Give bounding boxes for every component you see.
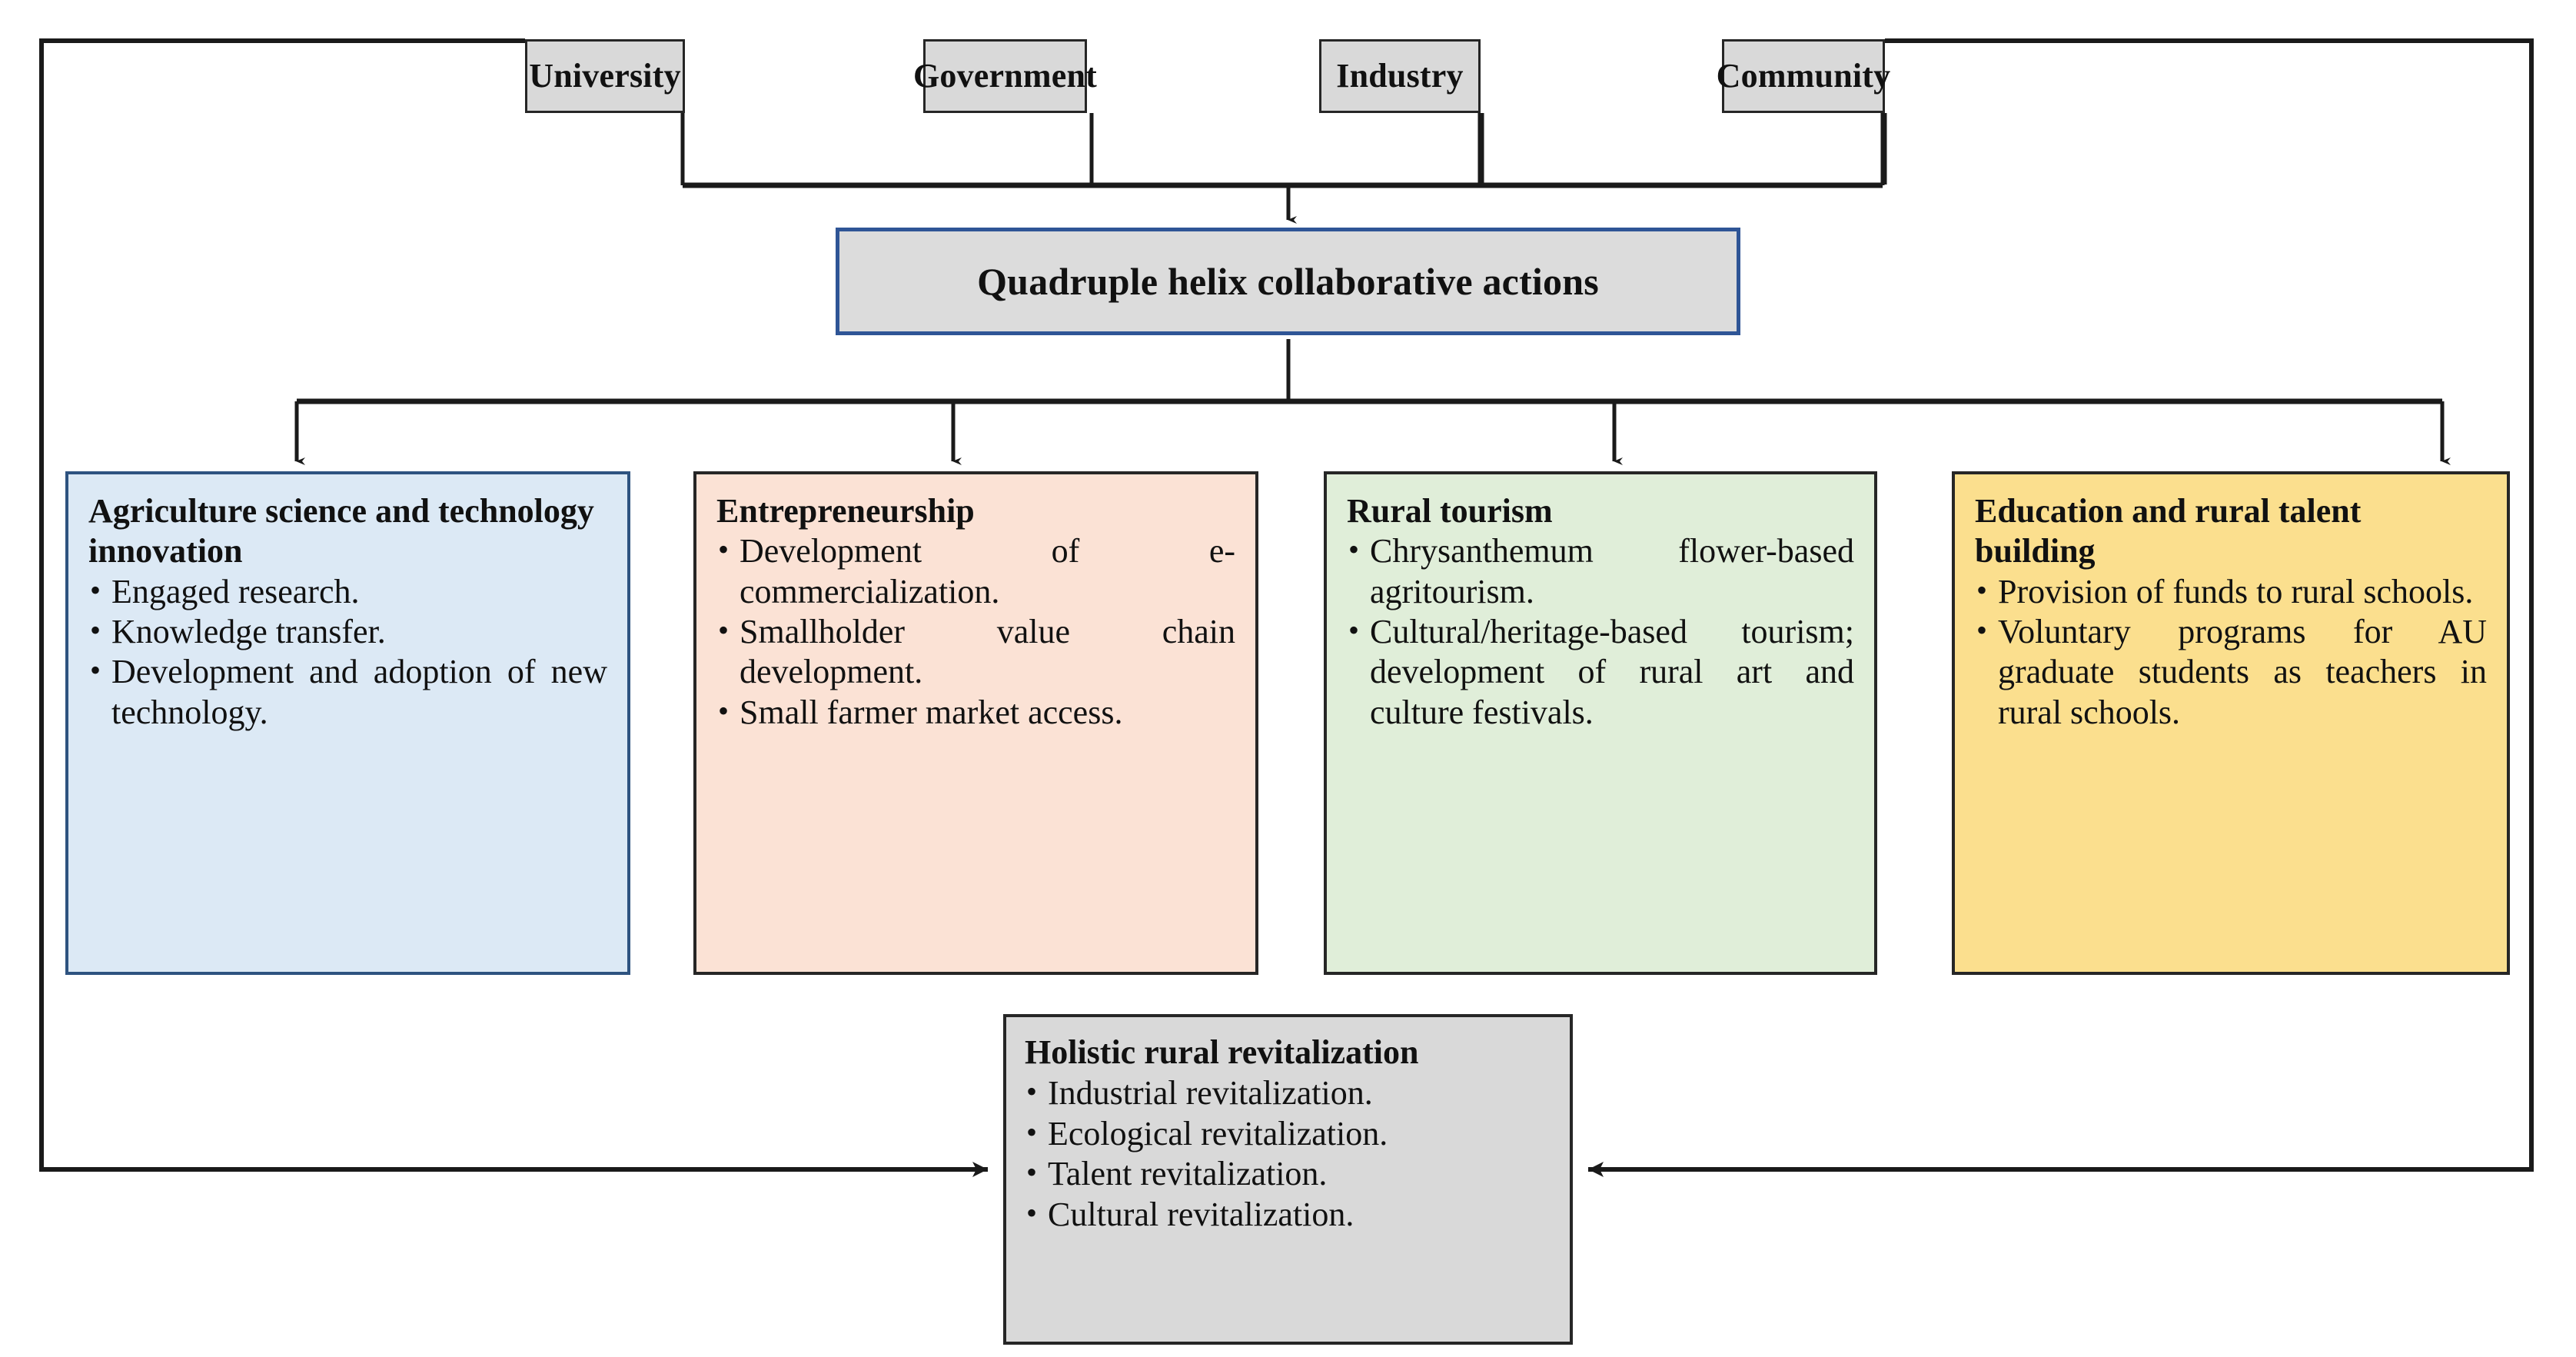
list-item: Industrial revitalization. bbox=[1025, 1073, 1551, 1114]
actor-box-government[interactable]: Government bbox=[913, 39, 1097, 113]
actor-box-university[interactable]: University bbox=[525, 39, 685, 113]
list-item: Development of e-commercialization. bbox=[716, 531, 1235, 612]
list-item: Provision of funds to rural schools. bbox=[1975, 572, 2487, 612]
pillar-title-education: Education and rural talent building bbox=[1975, 492, 2362, 570]
list-item: Cultural revitalization. bbox=[1025, 1195, 1551, 1236]
outcome-bullets: Industrial revitalization. Ecological re… bbox=[1025, 1073, 1551, 1236]
list-item: Smallholder value chain development. bbox=[716, 612, 1235, 693]
pillar-bullets-education: Provision of funds to rural schools. Vol… bbox=[1975, 572, 2487, 733]
pillar-box-entrepreneurship[interactable]: Entrepreneurship Development of e-commer… bbox=[693, 471, 1258, 975]
pillar-box-education[interactable]: Education and rural talent building Prov… bbox=[1952, 471, 2510, 975]
list-item: Ecological revitalization. bbox=[1025, 1114, 1551, 1155]
list-item: Talent revitalization. bbox=[1025, 1154, 1551, 1195]
list-item: Development and adoption of new technolo… bbox=[88, 652, 607, 733]
pillar-title-agriculture: Agriculture science and technology innov… bbox=[88, 492, 594, 570]
list-item: Chrysanthemum flower-based agritourism. bbox=[1347, 531, 1854, 612]
list-item: Small farmer market access. bbox=[716, 693, 1235, 733]
actor-box-community[interactable]: Community bbox=[1717, 39, 1890, 113]
hub-box-quadruple-helix[interactable]: Quadruple helix collaborative actions bbox=[836, 228, 1740, 335]
outcome-title: Holistic rural revitalization bbox=[1025, 1033, 1419, 1071]
outcome-box-holistic-rural-revitalization[interactable]: Holistic rural revitalization Industrial… bbox=[1003, 1014, 1573, 1345]
list-item: Knowledge transfer. bbox=[88, 612, 607, 652]
actor-label-community: Community bbox=[1716, 56, 1891, 95]
hub-label: Quadruple helix collaborative actions bbox=[977, 259, 1599, 303]
list-item: Engaged research. bbox=[88, 572, 607, 612]
pillar-box-agriculture[interactable]: Agriculture science and technology innov… bbox=[65, 471, 630, 975]
pillar-bullets-agriculture: Engaged research. Knowledge transfer. De… bbox=[88, 572, 607, 733]
pillar-bullets-rural-tourism: Chrysanthemum flower-based agritourism. … bbox=[1347, 531, 1854, 733]
pillar-title-entrepreneurship: Entrepreneurship bbox=[716, 492, 975, 530]
pillar-title-rural-tourism: Rural tourism bbox=[1347, 492, 1553, 530]
actor-label-government: Government bbox=[912, 56, 1098, 95]
actor-box-industry[interactable]: Industry bbox=[1319, 39, 1481, 113]
list-item: Voluntary programs for AU graduate stude… bbox=[1975, 612, 2487, 733]
pillar-box-rural-tourism[interactable]: Rural tourism Chrysanthemum flower-based… bbox=[1324, 471, 1877, 975]
actor-label-industry: Industry bbox=[1336, 56, 1464, 95]
pillar-bullets-entrepreneurship: Development of e-commercialization. Smal… bbox=[716, 531, 1235, 733]
actor-label-university: University bbox=[529, 56, 681, 95]
list-item: Cultural/heritage-based tourism; develop… bbox=[1347, 612, 1854, 733]
